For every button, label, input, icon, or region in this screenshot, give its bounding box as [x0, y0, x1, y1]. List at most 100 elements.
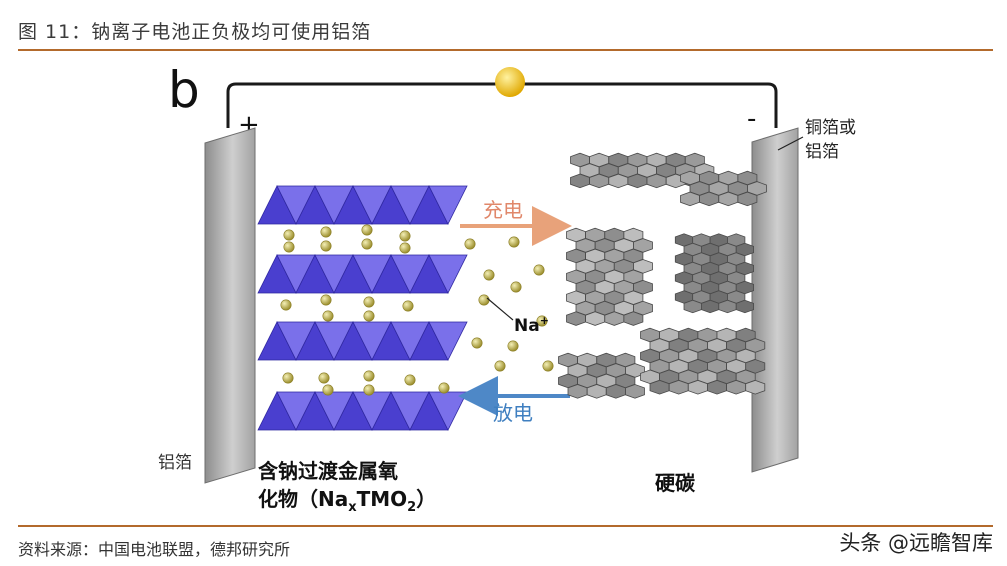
graphene-hexagon: [627, 173, 648, 189]
sodium-ion: [282, 372, 294, 384]
sodium-ion: [402, 300, 414, 312]
figure-title: 图 11：钠离子电池正负极均可使用铝箔: [18, 21, 372, 43]
graphene-hexagon: [605, 384, 626, 399]
cathode-formula-close: ）: [416, 487, 436, 511]
graphene-hexagon: [585, 311, 606, 326]
octahedron: [428, 185, 468, 225]
right-collector-label-1: 铜箔或: [805, 118, 856, 138]
octahedron: [428, 254, 468, 294]
graphene-hexagon: [625, 384, 645, 399]
octahedron: [428, 391, 468, 431]
graphene-hexagon: [567, 384, 588, 399]
sodium-ion: [283, 229, 295, 241]
sodium-ion: [507, 340, 519, 352]
graphene-hexagon: [649, 379, 670, 395]
graphene-hexagon: [718, 191, 739, 207]
sodium-ion: [471, 337, 483, 349]
right-current-collector: [751, 127, 799, 473]
hard-carbon-anode: [558, 152, 767, 399]
cathode-formula-prefix: 化物（Na: [258, 487, 348, 511]
graphene-hexagon: [680, 191, 700, 207]
cathode-label-line1: 含钠过渡金属氧: [258, 459, 398, 483]
cathode-layer: [257, 391, 468, 431]
sodium-ion: [363, 310, 375, 322]
sodium-ion: [318, 372, 330, 384]
cathode-layer: [257, 321, 468, 361]
sodium-ion: [361, 224, 373, 236]
sodium-ion: [280, 299, 292, 311]
sodium-ion: [494, 360, 506, 372]
graphene-hexagon: [608, 173, 629, 189]
sodium-ion: [363, 370, 375, 382]
sodium-ion: [322, 384, 334, 396]
sodium-ion: [533, 264, 545, 276]
watermark: 头条 @远瞻智库: [839, 531, 993, 555]
sodium-ion: [361, 238, 373, 250]
graphene-hexagon: [735, 299, 754, 314]
ion-symbol: Na: [514, 316, 540, 336]
source-note: 资料来源：中国电池联盟，德邦研究所: [18, 540, 291, 559]
right-collector-leader: [777, 136, 804, 151]
sodium-ion: [320, 294, 332, 306]
graphene-hexagon: [668, 379, 689, 395]
panel-label: b: [168, 61, 200, 119]
graphene-hexagon: [570, 173, 590, 189]
sodium-ion: [483, 269, 495, 281]
bulb-icon: [495, 67, 525, 97]
sodium-ion: [536, 315, 548, 327]
cathode-layer: [257, 254, 468, 294]
left-current-collector: [204, 127, 256, 484]
ion-label: Na+: [514, 314, 549, 336]
top-divider: [18, 49, 993, 51]
left-collector-label: 铝箔: [158, 453, 192, 473]
circuit-wire: [226, 82, 778, 128]
sodium-ion: [464, 238, 476, 250]
ion-leader: [486, 297, 514, 321]
sodium-ion: [320, 226, 332, 238]
sodium-ion: [283, 241, 295, 253]
sodium-ion: [363, 296, 375, 308]
graphene-hexagon: [586, 384, 607, 399]
graphene-hexagon: [701, 299, 720, 314]
cathode-layer: [257, 185, 468, 225]
graphene-hexagon: [718, 299, 737, 314]
cathode-formula-tmo: TMO: [357, 487, 408, 511]
sodium-ion: [542, 360, 554, 372]
anode-label: 硬碳: [655, 471, 696, 495]
graphene-hexagon: [589, 173, 610, 189]
graphene-hexagon: [683, 299, 702, 314]
graphene-hexagon: [737, 191, 758, 207]
graphene-hexagon: [707, 379, 727, 395]
sodium-ion: [363, 384, 375, 396]
cathode-formula-sub-x: x: [348, 500, 357, 515]
sodium-ion: [404, 374, 416, 386]
sodium-ion: [438, 382, 450, 394]
graphene-hexagon: [604, 311, 625, 326]
graphene-hexagon: [726, 379, 747, 395]
graphene-hexagon: [566, 311, 586, 326]
sodium-ion: [510, 281, 522, 293]
sodium-ion: [478, 294, 490, 306]
sodium-ion: [322, 310, 334, 322]
ion-charge: +: [540, 314, 549, 327]
graphene-hexagon: [745, 379, 766, 395]
sodium-ions: [280, 224, 554, 396]
cathode-label-line2: 化物（NaxTMO2）: [258, 487, 436, 515]
sodium-ion: [399, 242, 411, 254]
sodium-ion: [399, 230, 411, 242]
graphene-hexagon: [646, 173, 667, 189]
graphene-hexagon: [699, 191, 720, 207]
graphene-hexagon: [623, 311, 644, 326]
graphene-hexagon: [687, 379, 708, 395]
charge-label: 充电: [483, 198, 523, 222]
octahedron: [428, 321, 468, 361]
negative-sign: -: [747, 104, 756, 134]
bottom-divider: [18, 525, 993, 527]
sodium-ion: [320, 240, 332, 252]
discharge-label: 放电: [493, 401, 533, 425]
cathode-layers: [257, 185, 468, 431]
cathode-formula-sub-2: 2: [407, 500, 416, 515]
sodium-ion: [508, 236, 520, 248]
right-collector-label-2: 铝箔: [805, 142, 839, 162]
